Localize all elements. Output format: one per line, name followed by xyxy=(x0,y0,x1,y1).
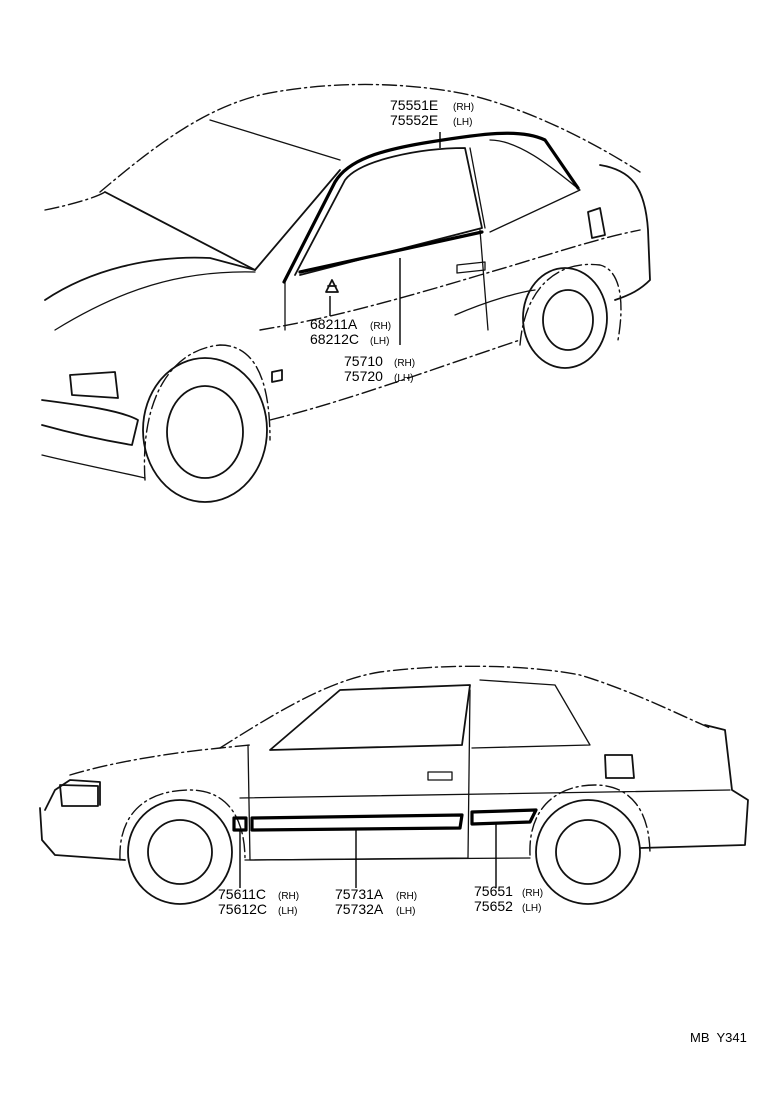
roof-drip-molding xyxy=(282,131,580,284)
fender-protector xyxy=(232,816,248,832)
label-75551E: 75551E (RH) xyxy=(390,97,474,113)
label-num: 68211A xyxy=(310,316,358,332)
label-num: 75731A xyxy=(335,886,384,902)
top-car-drawing xyxy=(41,83,651,503)
label-75731A: 75731A (RH) xyxy=(335,886,417,902)
bottom-parts xyxy=(232,808,538,888)
belt-molding xyxy=(298,230,484,274)
label-75651: 75651 (RH) xyxy=(474,883,543,899)
label-75552E: 75552E (LH) xyxy=(390,112,472,128)
label-num: 75710 xyxy=(344,353,383,369)
label-side: (RH) xyxy=(394,358,415,369)
door-protector-molding xyxy=(250,813,464,832)
label-side: (RH) xyxy=(370,321,391,332)
label-num: 75611C xyxy=(218,886,266,902)
label-side: (LH) xyxy=(394,373,413,384)
label-side: (RH) xyxy=(453,102,474,113)
label-num: 75551E xyxy=(390,97,438,113)
label-75720: 75720 (LH) xyxy=(344,368,413,384)
label-75732A: 75732A (LH) xyxy=(335,901,415,917)
label-side: (LH) xyxy=(453,117,472,128)
label-75710: 75710 (RH) xyxy=(344,353,415,369)
label-num: 75552E xyxy=(390,112,438,128)
label-num: 75732A xyxy=(335,901,384,917)
top-parts xyxy=(282,131,580,345)
label-68211A: 68211A (RH) xyxy=(310,316,391,332)
label-side: (LH) xyxy=(396,906,415,917)
label-75612C: 75612C (LH) xyxy=(218,901,297,917)
label-side: (RH) xyxy=(278,891,299,902)
label-75652: 75652 (LH) xyxy=(474,898,541,914)
bottom-car-drawing xyxy=(39,665,749,905)
label-num: 75612C xyxy=(218,901,267,917)
label-75611C: 75611C (RH) xyxy=(218,886,299,902)
figure-code: MB Y341 xyxy=(690,1030,747,1045)
label-side: (RH) xyxy=(522,888,543,899)
label-side: (RH) xyxy=(396,891,417,902)
label-side: (LH) xyxy=(278,906,297,917)
label-num: 75651 xyxy=(474,883,513,899)
label-num: 68212C xyxy=(310,331,359,347)
label-side: (LH) xyxy=(522,903,541,914)
label-68212C: 68212C (LH) xyxy=(310,331,389,347)
quarter-protector-molding xyxy=(470,808,538,826)
label-side: (LH) xyxy=(370,336,389,347)
molding-clip xyxy=(325,279,339,293)
label-num: 75720 xyxy=(344,368,383,384)
label-num: 75652 xyxy=(474,898,513,914)
